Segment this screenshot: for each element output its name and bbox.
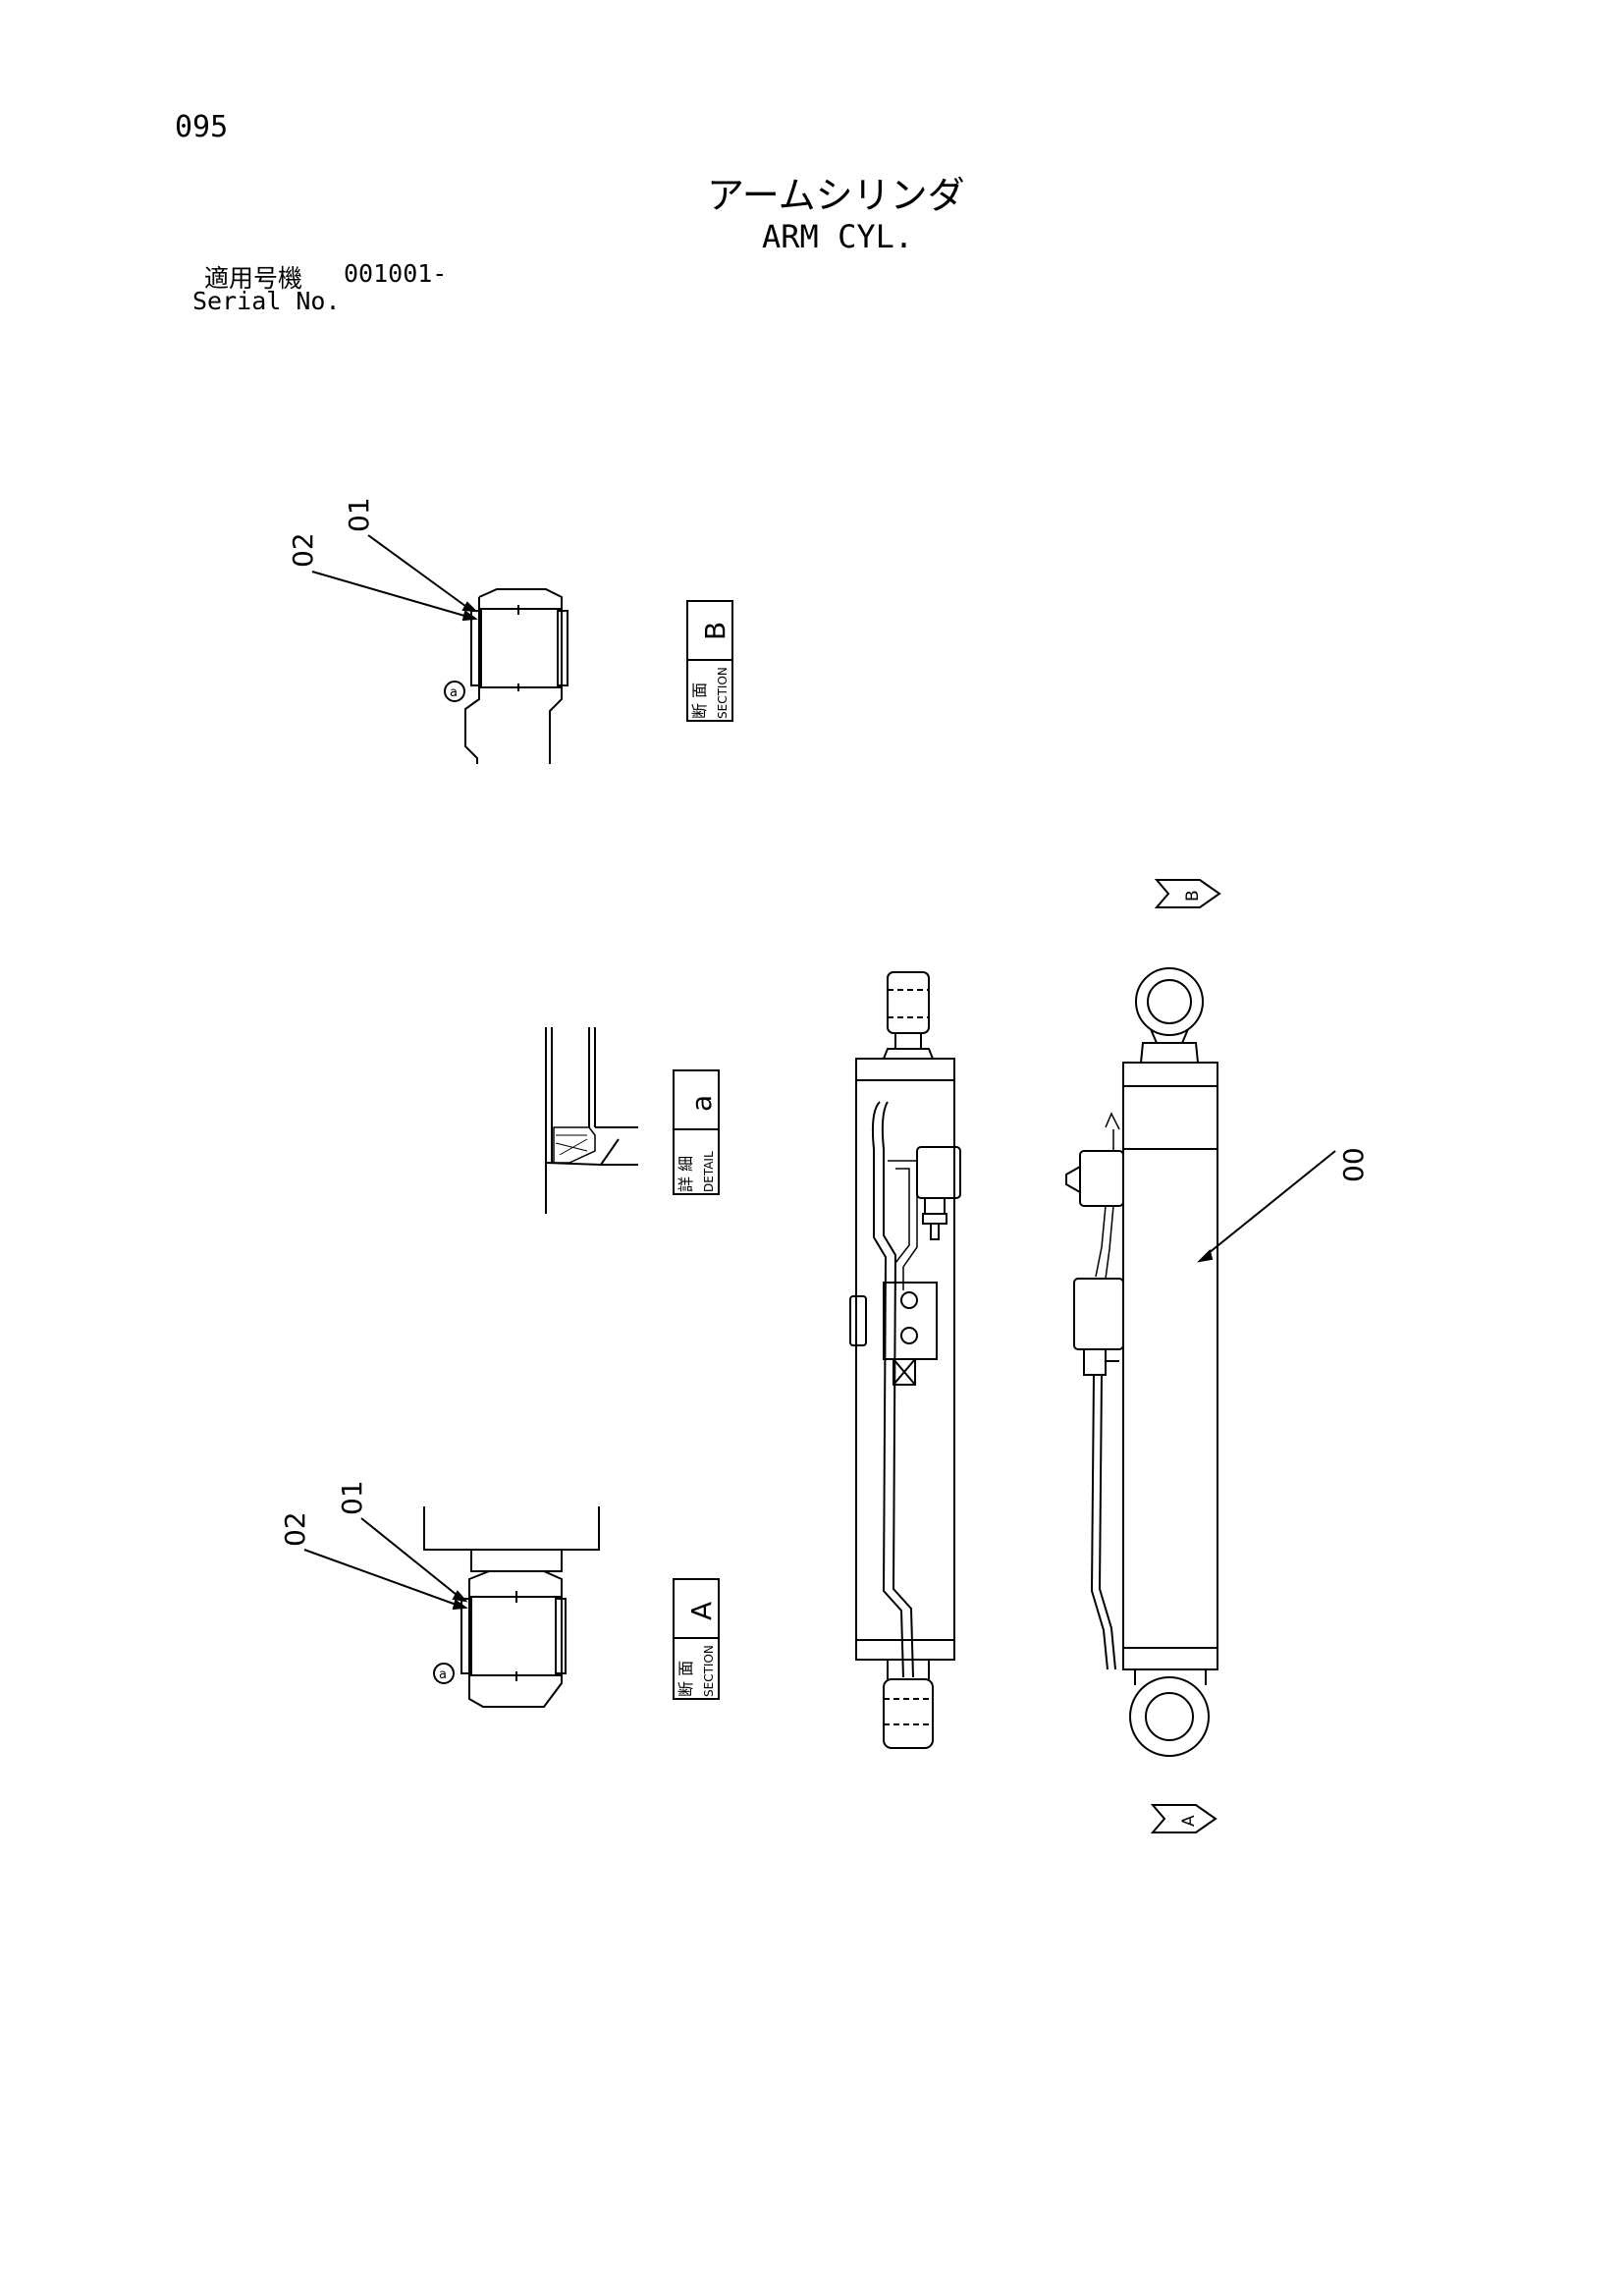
title-english: ARM CYL. bbox=[762, 218, 914, 255]
callout-01-top: 01 bbox=[343, 497, 375, 532]
title-japanese: アームシリンダ bbox=[707, 174, 965, 217]
serial-label-english: Serial No. bbox=[192, 287, 341, 315]
callout-02-top: 02 bbox=[287, 532, 319, 568]
section-a-letter: A bbox=[685, 1602, 718, 1620]
detail-a-kanji: 詳 細 bbox=[676, 1156, 695, 1192]
detail-marker-top: a bbox=[450, 685, 458, 700]
serial-number: 001001- bbox=[344, 259, 448, 288]
view-arrow-b: B bbox=[1154, 879, 1221, 908]
detail-a-word: DETAIL bbox=[702, 1151, 716, 1192]
section-b-drawing: a 01 02 bbox=[287, 497, 568, 764]
view-arrow-a-letter: A bbox=[1179, 1815, 1199, 1827]
callout-00: 00 bbox=[1337, 1147, 1370, 1182]
view-arrow-a: A bbox=[1150, 1804, 1217, 1833]
section-a-drawing: a 01 02 bbox=[279, 1480, 600, 1708]
section-a-kanji: 断 面 bbox=[676, 1661, 695, 1697]
page-number: 095 bbox=[175, 110, 229, 144]
section-a-label: 断 面 SECTION A bbox=[673, 1578, 720, 1700]
section-b-kanji: 断 面 bbox=[690, 683, 709, 719]
section-a-word: SECTION bbox=[702, 1645, 716, 1697]
section-b-letter: B bbox=[699, 622, 731, 640]
callout-01-bottom: 01 bbox=[336, 1480, 368, 1515]
serial-label-japanese: 適用号機 bbox=[204, 264, 303, 293]
view-arrow-b-letter: B bbox=[1183, 890, 1203, 902]
detail-a-label: 詳 細 DETAIL a bbox=[673, 1069, 720, 1195]
section-b-word: SECTION bbox=[716, 667, 730, 719]
cylinder-side-view bbox=[849, 971, 961, 1749]
detail-a-letter: a bbox=[685, 1095, 718, 1112]
callout-02-bottom: 02 bbox=[279, 1511, 311, 1547]
detail-marker-bottom: a bbox=[439, 1667, 447, 1682]
detail-a-drawing bbox=[545, 1027, 638, 1214]
section-b-label: 断 面 SECTION B bbox=[686, 600, 733, 722]
cylinder-front-view: 00 bbox=[1065, 967, 1370, 1757]
